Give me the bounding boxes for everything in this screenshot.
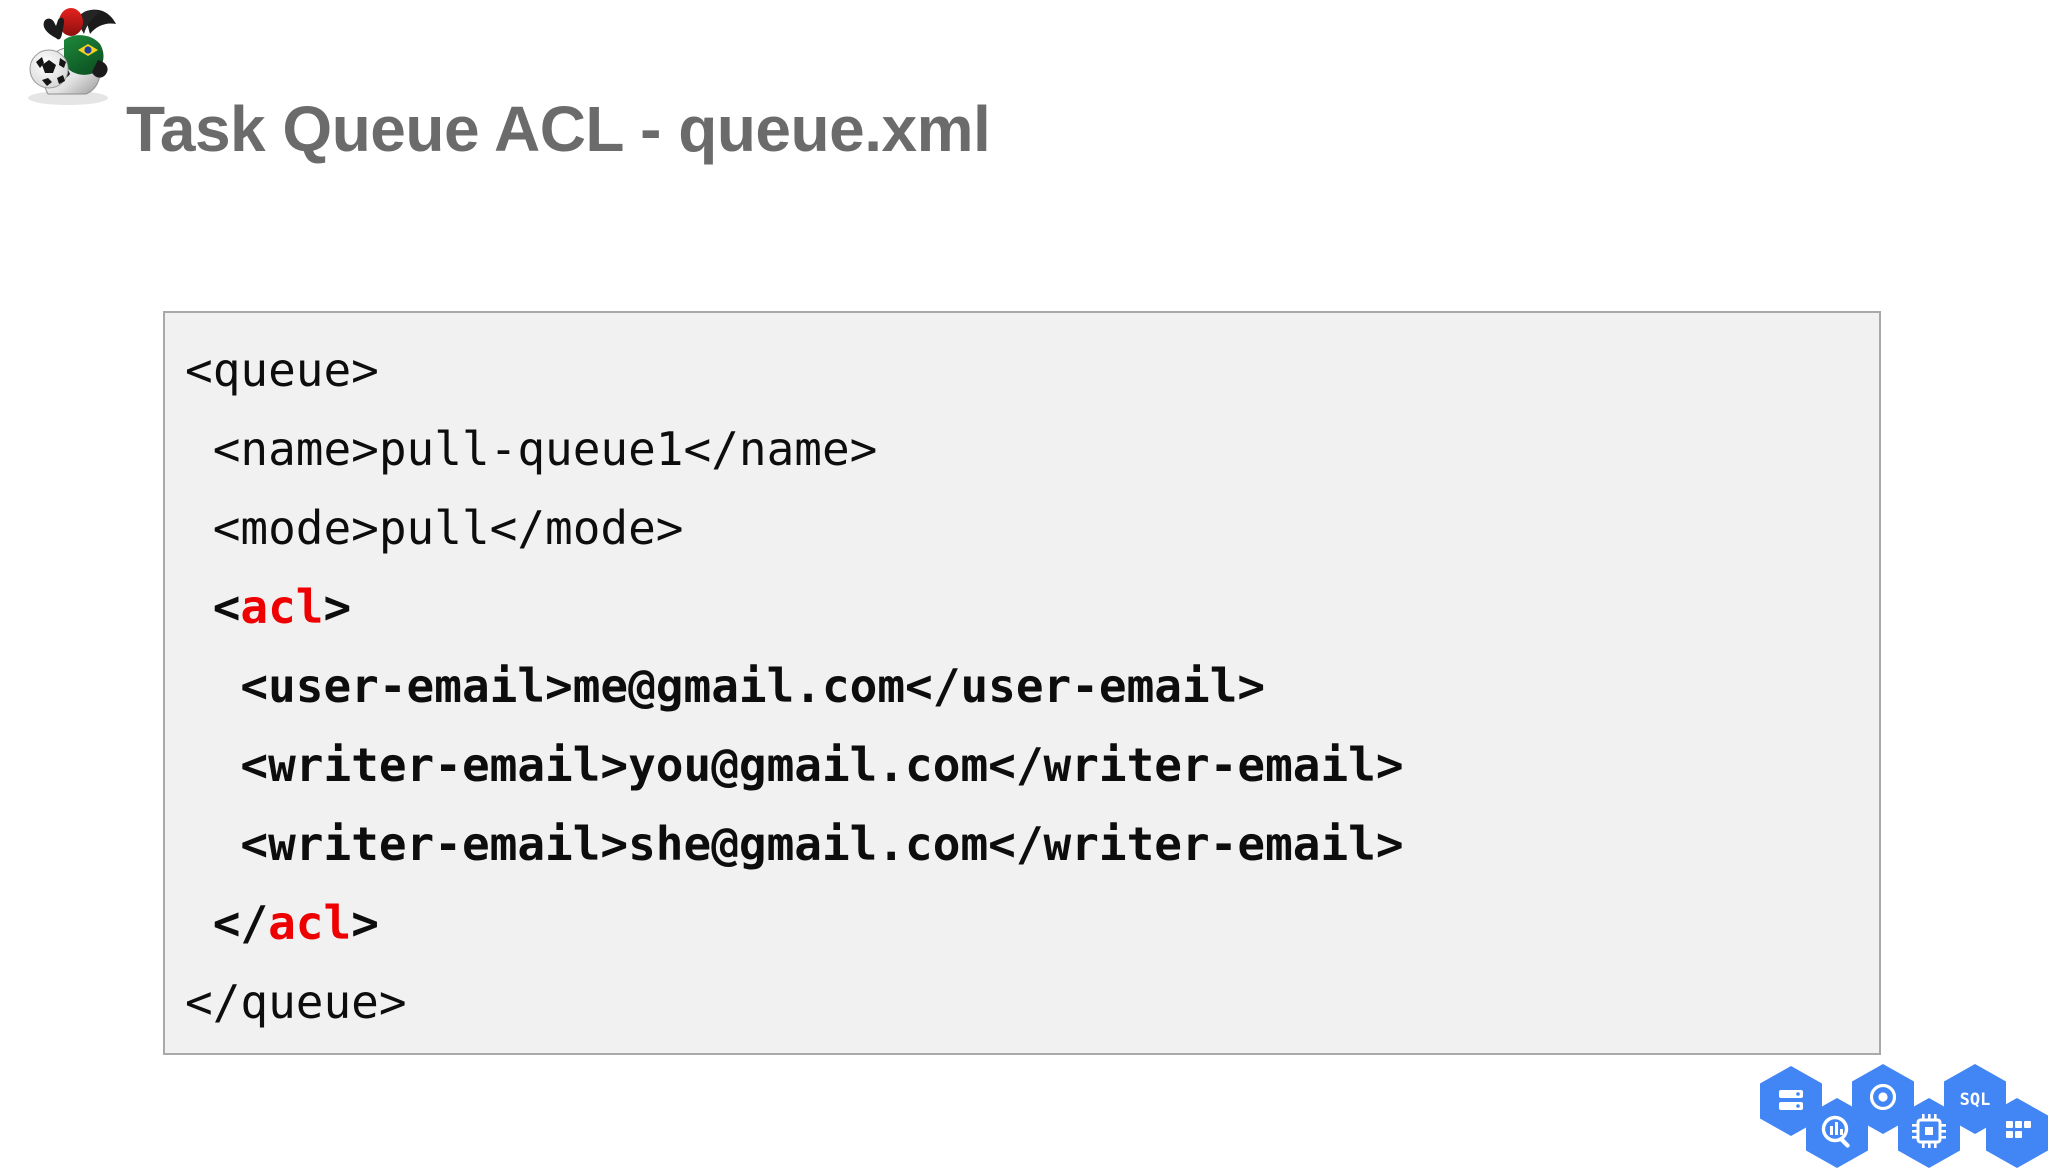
code-token: > [351, 896, 379, 950]
app-modules-icon [1986, 1098, 2048, 1168]
code-token: </ [185, 896, 269, 950]
slide-title: Task Queue ACL - queue.xml [126, 93, 991, 165]
code-line: <acl> [185, 568, 1879, 647]
code-token: </queue> [185, 975, 407, 1029]
code-line: <writer-email>she@gmail.com</writer-emai… [185, 805, 1879, 884]
code-line: <name>pull-queue1</name> [185, 410, 1879, 489]
java-duke-brazil-mascot-logo [12, 0, 132, 108]
code-line: </acl> [185, 884, 1879, 963]
code-token: > [323, 580, 352, 634]
code-token: <writer-email>you@gmail.com</writer-emai… [185, 738, 1404, 792]
code-token: <user-email>me@gmail.com</user-email> [185, 659, 1266, 713]
code-line: <writer-email>you@gmail.com</writer-emai… [185, 726, 1879, 805]
code-line: <mode>pull</mode> [185, 489, 1879, 568]
code-listing: <queue> <name>pull-queue1</name> <mode>p… [185, 331, 1879, 1042]
code-token-acl: acl [268, 896, 352, 950]
code-line: <queue> [185, 331, 1879, 410]
google-cloud-product-badges: SQL [1760, 1064, 2048, 1168]
code-token: <queue> [185, 343, 379, 397]
code-line: <user-email>me@gmail.com</user-email> [185, 647, 1879, 726]
code-line: </queue> [185, 963, 1879, 1042]
code-token: <mode>pull</mode> [185, 501, 684, 555]
code-token: < [185, 580, 241, 634]
code-token: <writer-email>she@gmail.com</writer-emai… [185, 817, 1404, 871]
code-token-acl: acl [240, 580, 324, 634]
code-block-queue-xml: <queue> <name>pull-queue1</name> <mode>p… [163, 311, 1881, 1055]
cloud-sql-label: SQL [1960, 1090, 1991, 1110]
code-token: <name>pull-queue1</name> [185, 422, 878, 476]
